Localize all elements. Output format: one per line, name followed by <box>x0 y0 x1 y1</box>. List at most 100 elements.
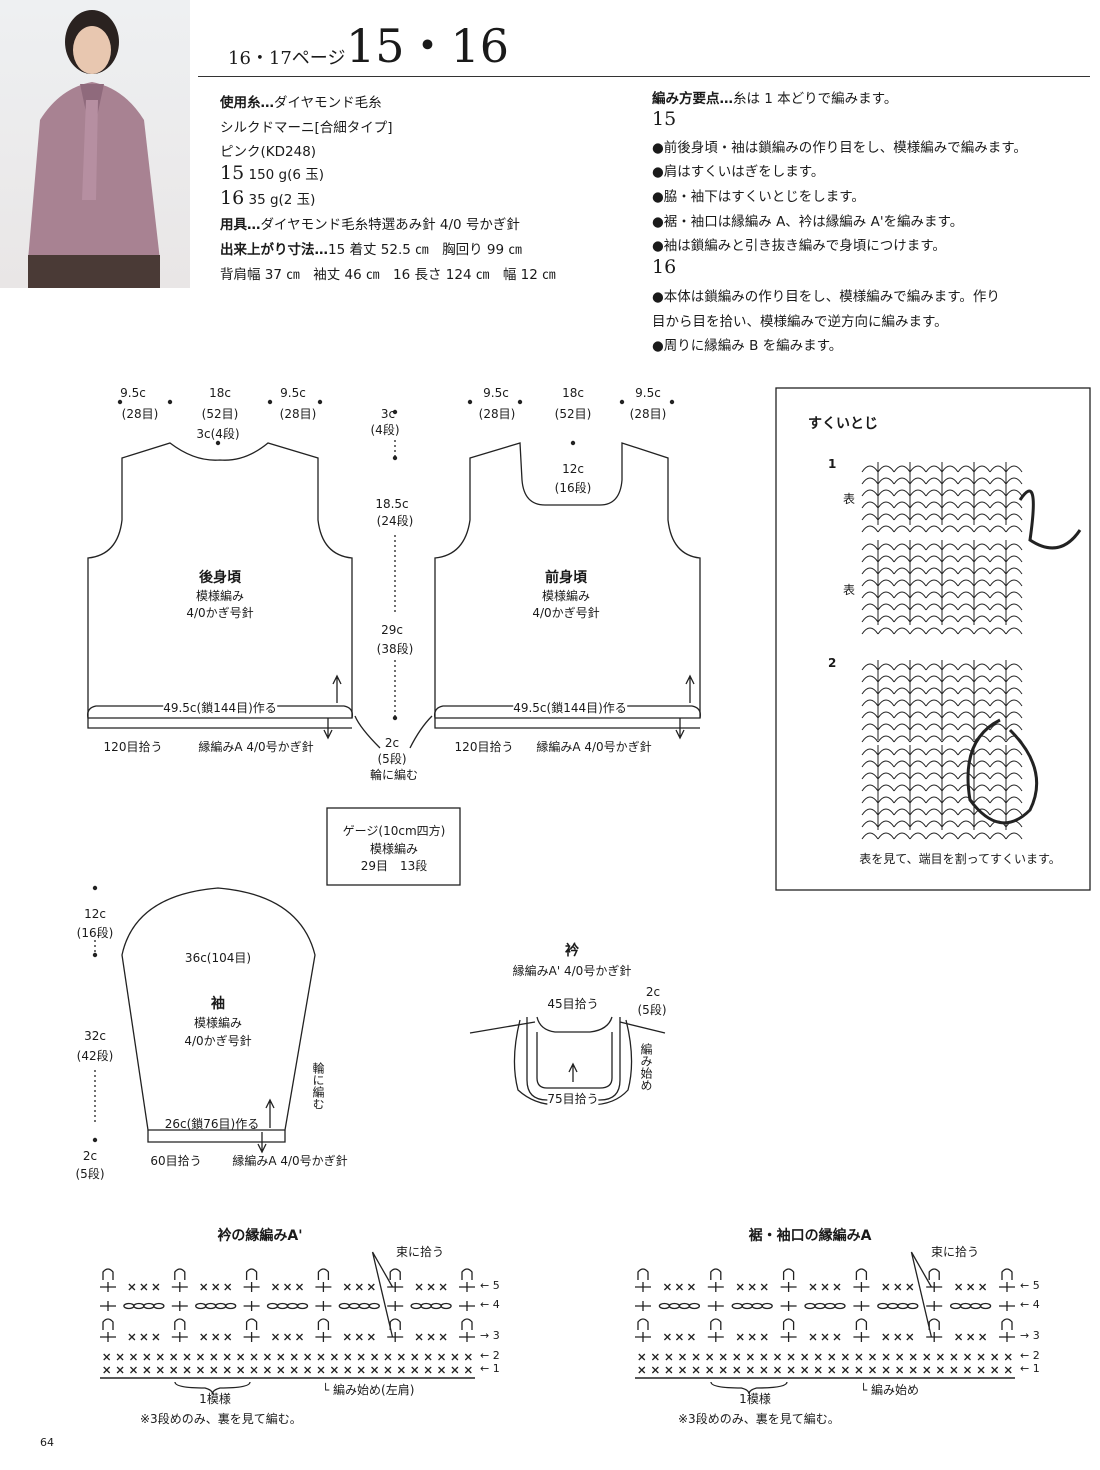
single-crochet-symbol <box>344 1353 352 1361</box>
stitch-loop-icon <box>941 711 959 719</box>
single-crochet-symbol <box>451 1366 459 1374</box>
row-number: → 3 <box>1020 1329 1040 1342</box>
single-crochet-symbol <box>130 1366 137 1374</box>
stitch-loop-icon <box>909 579 927 587</box>
stitch-loop-icon <box>877 615 895 623</box>
single-crochet-symbol <box>290 1353 298 1361</box>
length-rows: (4段) <box>370 423 400 437</box>
chain-symbol <box>834 1302 846 1310</box>
stitch-loop-icon <box>909 687 927 695</box>
dimension-dots <box>92 399 675 1143</box>
stitch-loop-icon <box>861 627 879 635</box>
single-crochet-symbol <box>277 1366 285 1374</box>
stitch-loop-icon <box>1005 675 1023 683</box>
single-crochet-symbol <box>250 1353 258 1361</box>
stitch-loop-icon <box>973 784 991 792</box>
back-hook: 4/0かぎ号針 <box>186 606 254 620</box>
stitch-loop-icon <box>973 627 991 635</box>
stitch-loop-icon <box>1005 477 1023 485</box>
single-crochet-symbol <box>196 1366 204 1374</box>
stitch-loop-icon <box>861 555 879 563</box>
stitch-loop-icon <box>973 687 991 695</box>
single-crochet-symbol <box>964 1366 971 1374</box>
picot-symbol <box>389 1318 401 1330</box>
chain-symbol <box>205 1302 217 1310</box>
sleeve-pattern: 模様編み <box>193 1016 243 1030</box>
single-crochet-symbol <box>140 1333 148 1341</box>
bundle-pointer <box>910 1251 933 1338</box>
stitch-symbol <box>243 1301 260 1311</box>
stitch-loop-icon <box>941 543 959 551</box>
stitch-loop-icon <box>925 615 943 623</box>
single-crochet-symbol <box>384 1366 392 1374</box>
single-crochet-symbol <box>140 1283 148 1291</box>
stitch-loop-icon <box>861 748 879 756</box>
stitch-loop-icon <box>1005 699 1023 707</box>
stitch-loop-icon <box>861 465 879 473</box>
chart-title: 裾・袖口の縁編みA <box>748 1228 872 1244</box>
stitch-loop-icon <box>1005 591 1023 599</box>
stitch-loop-icon <box>861 477 879 485</box>
stitch-loop-icon <box>989 832 1007 840</box>
front-edge: 縁編みA 4/0号かぎ針 <box>536 740 652 754</box>
front-chain: 49.5c(鎖144目)作る <box>513 699 627 716</box>
sleeve-dim: 32c <box>84 1029 106 1043</box>
single-crochet-symbol <box>760 1283 768 1291</box>
stitch-loop-icon <box>861 663 879 671</box>
back-pattern: 模様編み <box>195 589 245 603</box>
stitch-loop-icon <box>893 687 911 695</box>
back-dim-label: (28目) <box>279 407 317 421</box>
stitch-loop-icon <box>877 627 895 635</box>
stitch-loop-icon <box>989 627 1007 635</box>
yarn-needle-icon <box>966 489 1082 825</box>
stitch-loop-icon <box>909 784 927 792</box>
single-crochet-symbol <box>284 1333 291 1341</box>
chain-symbol <box>286 1302 299 1310</box>
stitch-loop-icon <box>909 699 927 707</box>
stitch-symbol <box>707 1301 724 1311</box>
stitch-loop-icon <box>941 579 959 587</box>
chart-start-label: 編み始め <box>871 1383 920 1397</box>
stitch-loop-icon <box>941 615 959 623</box>
single-crochet-symbol <box>427 1333 435 1341</box>
stitch-loop-icon <box>909 723 927 731</box>
single-crochet-symbol <box>272 1283 279 1291</box>
stitch-loop-icon <box>989 808 1007 816</box>
single-crochet-symbol <box>263 1353 271 1361</box>
stitch-symbol <box>999 1301 1015 1311</box>
stitch-loop-icon <box>877 663 895 671</box>
front-dim-label: 18c <box>562 386 584 400</box>
single-crochet-symbol <box>882 1366 890 1374</box>
stitch-loop-icon <box>877 525 895 533</box>
stitch-loop-icon <box>909 465 927 473</box>
collar-title: 衿 <box>565 943 579 959</box>
stitch-loop-icon <box>989 711 1007 719</box>
single-crochet-symbol <box>196 1353 204 1361</box>
stitch-loop-icon <box>893 735 911 743</box>
single-crochet-symbol <box>200 1283 208 1291</box>
heading-16: 16 <box>652 256 677 278</box>
stitch-loop-icon <box>1005 687 1023 695</box>
single-crochet-symbol <box>882 1283 890 1291</box>
front-dim-label: 9.5c <box>635 386 661 400</box>
stitch-loop-icon <box>957 627 975 635</box>
stitch-symbol <box>315 1282 332 1292</box>
stitch-loop-icon <box>941 477 959 485</box>
stitch-symbol <box>459 1282 475 1292</box>
stitch-loop-icon <box>925 663 943 671</box>
stitch-loop-icon <box>1005 832 1023 840</box>
sleeve-dim: 2c <box>82 1149 98 1163</box>
stitch-loop-icon <box>941 675 959 683</box>
stitch-loop-icon <box>861 796 879 804</box>
page-number: 64 <box>40 1436 54 1449</box>
stitch-loop-icon <box>941 663 959 671</box>
collar-dim: 2c <box>645 985 661 999</box>
sukui-caption: 表を見て、端目を割ってすくいます。 <box>859 852 1061 866</box>
chain-symbol <box>276 1302 289 1310</box>
stitch-loop-icon <box>877 513 895 521</box>
stitch-loop-icon <box>989 760 1007 768</box>
stitch-loop-icon <box>925 627 943 635</box>
stitch-loop-icon <box>877 567 895 575</box>
stitch-loop-icon <box>957 591 975 599</box>
